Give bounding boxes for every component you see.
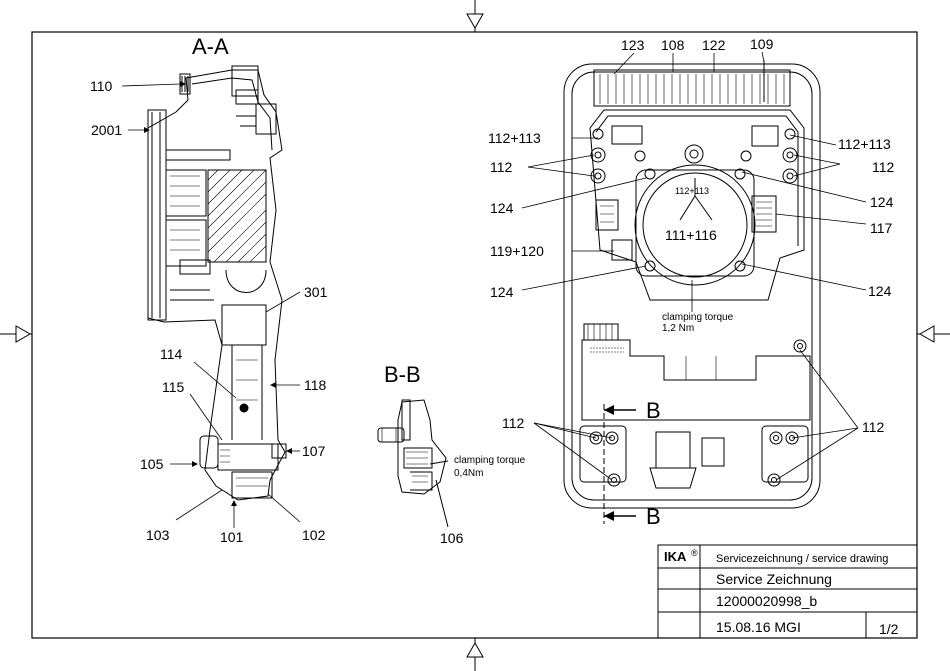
label-122: 122 [702,37,726,53]
title-block-brand: IKA [664,549,687,564]
label-110: 110 [90,78,113,94]
label-117: 117 [870,220,893,236]
label-124-right-1: 124 [870,194,894,210]
label-124-left-1: 124 [490,200,514,216]
label-112-right: 112 [872,159,895,175]
label-112-113-left: 112+113 [488,130,541,146]
label-112-left: 112 [490,159,513,175]
section-title-aa: A-A [192,34,229,59]
title-block-date-author: 15.08.16 MGI [716,619,801,635]
cut-label-b-top: B [646,398,661,423]
bb-torque-value: 0,4Nm [454,468,483,479]
label-123: 123 [621,37,645,53]
label-101: 101 [220,529,244,545]
drawing-frame [31,31,918,639]
label-105: 105 [140,456,164,472]
bb-torque-label: clamping torque [454,455,526,466]
section-aa-leaders [121,81,301,528]
label-119-120: 119+120 [490,243,544,259]
section-bb-drawing [377,399,449,528]
label-124-right-2: 124 [868,283,892,299]
front-torque-label: clamping torque [662,312,734,323]
label-114: 114 [160,346,183,362]
title-block-drawing-type: Servicezeichnung / service drawing [716,553,888,565]
label-112-bottom-left: 112 [502,415,525,431]
section-aa-drawing [147,65,287,501]
label-103: 103 [146,527,170,543]
title-block-brand-mark: ® [691,548,698,558]
section-title-bb: B-B [384,362,421,387]
label-124-left-2: 124 [490,284,514,300]
label-118: 118 [304,377,327,393]
title-block-title: Service Zeichnung [716,571,832,587]
label-109: 109 [750,36,774,52]
label-center-big: 111+116 [665,227,717,243]
front-view-drawing [563,60,821,524]
label-center-small: 112+113 [675,186,709,196]
label-112-113-right: 112+113 [838,136,891,152]
title-block [657,544,918,639]
screw-marks [589,128,807,487]
front-torque-value: 1,2 Nm [662,323,694,334]
label-108: 108 [661,37,685,53]
label-115: 115 [162,379,185,395]
label-2001: 2001 [91,122,122,138]
label-106: 106 [440,530,464,546]
cut-label-b-bottom: B [646,504,661,529]
label-301: 301 [304,284,328,300]
title-block-number: 12000020998_b [716,593,817,609]
label-112-bottom-right: 112 [862,419,885,435]
title-block-sheet: 1/2 [879,621,899,637]
label-102: 102 [302,527,326,543]
label-107: 107 [302,443,326,459]
front-view-leaders [521,51,867,481]
